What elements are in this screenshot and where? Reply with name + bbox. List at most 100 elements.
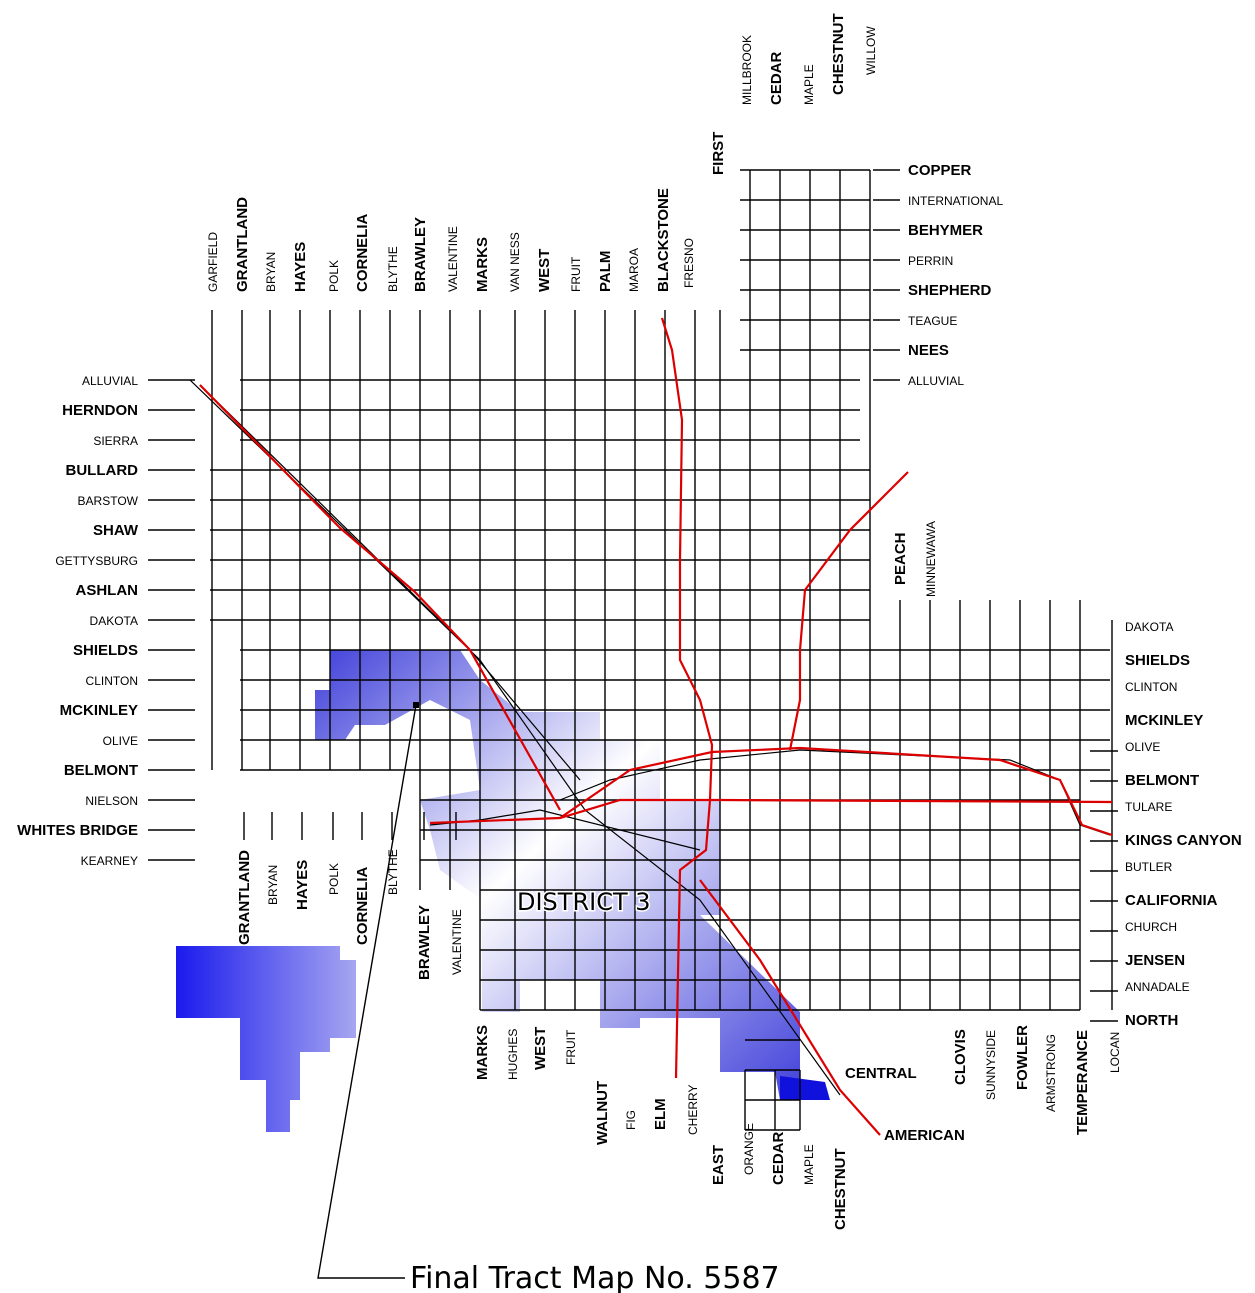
right-street-label: ALLUVIAL	[908, 374, 964, 388]
right-street-label: NEES	[908, 342, 949, 359]
east-street-label: TEMPERANCE	[1074, 1030, 1091, 1135]
south-street-label: MARKS	[474, 1025, 491, 1080]
top-street-label: CORNELIA	[354, 214, 371, 293]
south-street-label: EAST	[710, 1145, 727, 1185]
freeways	[199, 317, 1113, 1136]
right-street-label: CALIFORNIA	[1125, 892, 1218, 909]
west-street-label: GRANTLAND	[236, 850, 253, 945]
east-street-label: CLOVIS	[952, 1029, 969, 1085]
right-street-label: SHIELDS	[1125, 652, 1190, 669]
top-street-label: MILLBROOK	[740, 35, 754, 105]
minnewawa-label: MINNEWAWA	[924, 521, 938, 597]
left-street-label: SIERRA	[93, 434, 138, 448]
top-street-label: VALENTINE	[446, 226, 460, 292]
east-street-label: FOWLER	[1014, 1025, 1031, 1090]
south-street-label: WALNUT	[594, 1081, 611, 1145]
top-street-label: MAROA	[627, 248, 641, 292]
west-street-label: POLK	[327, 863, 341, 895]
left-street-label: SHIELDS	[73, 642, 138, 659]
right-street-label: MCKINLEY	[1125, 712, 1203, 729]
top-street-label: WEST	[536, 249, 553, 292]
south-street-label: ORANGE	[742, 1123, 756, 1175]
left-street-label: SHAW	[93, 522, 139, 539]
top-street-label: HAYES	[292, 242, 309, 292]
right-street-label: BELMONT	[1125, 772, 1199, 789]
top-street-label: FRESNO	[682, 238, 696, 288]
south-street-label: CHESTNUT	[832, 1148, 849, 1230]
top-street-label: FIRST	[710, 132, 727, 175]
right-street-label: CHURCH	[1125, 920, 1177, 934]
right-street-label: TEAGUE	[908, 314, 957, 328]
right-street-label: TULARE	[1125, 800, 1172, 814]
top-street-label: MARKS	[474, 237, 491, 292]
east-street-label: SUNNYSIDE	[984, 1030, 998, 1100]
west-street-label: BLYTHE	[386, 849, 400, 895]
top-street-label: PALM	[597, 251, 614, 292]
left-street-label: ALLUVIAL	[82, 374, 138, 388]
right-street-label: JENSEN	[1125, 952, 1185, 969]
left-street-label: BARSTOW	[78, 494, 139, 508]
right-street-label: KINGS CANYON	[1125, 832, 1242, 849]
left-street-label: GETTYSBURG	[55, 554, 138, 568]
left-street-label: NIELSON	[85, 794, 138, 808]
left-street-label: BELMONT	[64, 762, 138, 779]
street-labels: ALLUVIAL HERNDON SIERRA BULLARD BARSTOW SHAW G…	[17, 13, 1242, 1230]
right-street-label: PERRIN	[908, 254, 953, 268]
west-street-label: CORNELIA	[354, 867, 371, 946]
right-street-label: BUTLER	[1125, 860, 1173, 874]
tract-map-label: Final Tract Map No. 5587	[410, 1261, 780, 1293]
street-grid	[148, 169, 1118, 1131]
left-street-label: ASHLAN	[76, 582, 139, 599]
south-street-label: MAPLE	[802, 1144, 816, 1185]
west-street-label: BRYAN	[266, 865, 280, 905]
district-label: DISTRICT 3	[517, 888, 651, 916]
west-street-label: HAYES	[294, 860, 311, 910]
top-street-label: WILLOW	[864, 26, 878, 75]
left-street-label: DAKOTA	[90, 614, 138, 628]
top-street-label: CHESTNUT	[830, 13, 847, 95]
south-street-label: FRUIT	[564, 1029, 578, 1065]
top-street-label: BLYTHE	[386, 246, 400, 292]
top-street-label: POLK	[327, 260, 341, 292]
top-street-label: GRANTLAND	[234, 197, 251, 292]
left-street-label: WHITES BRIDGE	[17, 822, 138, 839]
right-street-label: CLINTON	[1125, 680, 1177, 694]
left-street-label: OLIVE	[103, 734, 138, 748]
left-street-label: HERNDON	[62, 402, 138, 419]
east-street-label: ARMSTRONG	[1044, 1034, 1058, 1112]
west-annex-area	[176, 946, 356, 1132]
top-street-label: GARFIELD	[206, 232, 220, 292]
south-street-label: CEDAR	[770, 1131, 787, 1185]
right-street-label: INTERNATIONAL	[908, 194, 1003, 208]
right-street-label: OLIVE	[1125, 740, 1160, 754]
top-street-label: CEDAR	[768, 51, 785, 105]
american-label: AMERICAN	[884, 1127, 965, 1144]
top-street-label: BLACKSTONE	[655, 188, 672, 292]
south-street-label: ELM	[652, 1098, 669, 1130]
top-street-label: BRAWLEY	[412, 217, 429, 292]
left-street-label: BULLARD	[66, 462, 139, 479]
right-street-label: NORTH	[1125, 1012, 1178, 1029]
east-street-label: LOCAN	[1108, 1032, 1122, 1073]
right-street-label: DAKOTA	[1125, 620, 1173, 634]
top-street-label: FRUIT	[569, 256, 583, 292]
south-street-label: HUGHES	[506, 1029, 520, 1080]
top-street-label: VAN NESS	[508, 232, 522, 292]
west-street-label: BRAWLEY	[416, 905, 433, 980]
west-street-label: VALENTINE	[450, 909, 464, 975]
top-street-label: BRYAN	[264, 252, 278, 292]
left-street-label: KEARNEY	[81, 854, 138, 868]
right-street-label: ANNADALE	[1125, 980, 1190, 994]
south-street-label: WEST	[532, 1027, 549, 1070]
left-street-label: CLINTON	[86, 674, 138, 688]
central-label: CENTRAL	[845, 1065, 917, 1082]
right-street-label: BEHYMER	[908, 222, 983, 239]
left-street-label: MCKINLEY	[60, 702, 138, 719]
tract-leader-line	[317, 702, 419, 1279]
south-street-label: CHERRY	[686, 1085, 700, 1135]
peach-label: PEACH	[892, 532, 909, 585]
south-street-label: FIG	[624, 1110, 638, 1130]
right-street-label: COPPER	[908, 162, 972, 179]
top-street-label: MAPLE	[802, 64, 816, 105]
